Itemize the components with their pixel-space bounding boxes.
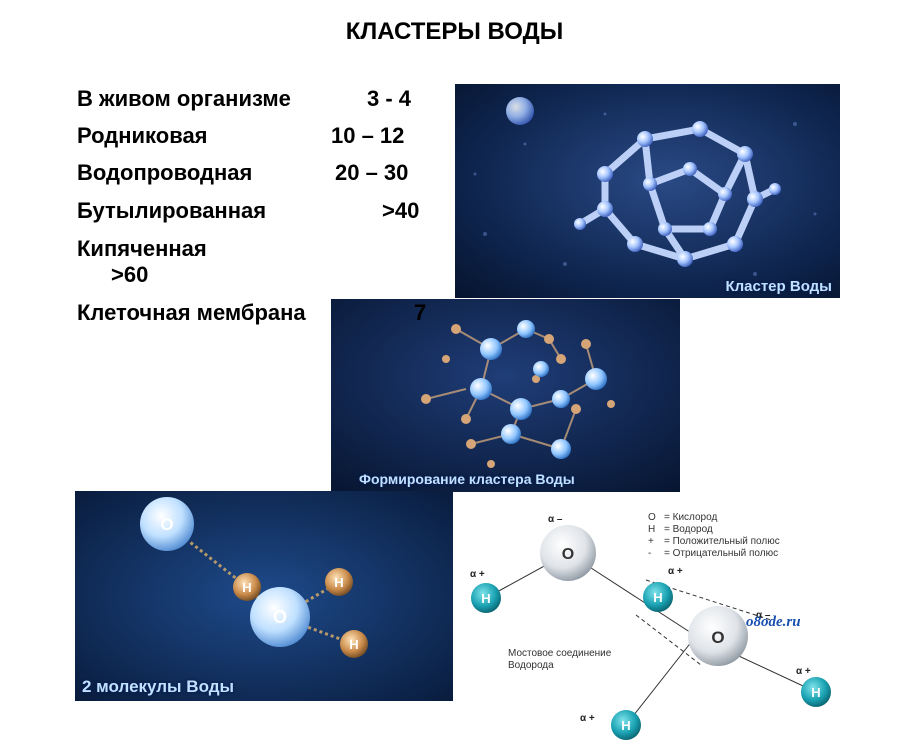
- list-item-value: 20 – 30: [335, 160, 409, 185]
- alpha-plus-label: α +: [470, 569, 485, 580]
- forming-cluster-image: Формирование кластера Воды: [331, 299, 680, 492]
- hydrogen-bond-diagram: O O H H H H α – α – α + α + α + α + o8od…: [456, 500, 838, 745]
- hydrogen-label: H: [811, 685, 820, 700]
- list-item-label: Клеточная мембрана: [77, 300, 306, 325]
- list-item: Кипяченная >60: [77, 236, 207, 287]
- alpha-plus-label: α +: [580, 713, 595, 724]
- list-item-value: >40: [382, 198, 420, 223]
- legend-item: -= Отрицательный полюс: [648, 548, 779, 559]
- cluster-caption: Кластер Воды: [725, 278, 832, 295]
- oxygen-label: O: [273, 607, 287, 627]
- list-item-label: Бутылированная: [77, 198, 267, 223]
- forming-cluster-illustration: [331, 299, 680, 492]
- forming-caption: Формирование кластера Воды: [359, 471, 575, 487]
- list-item-label: В живом организме: [77, 86, 291, 111]
- list-item: Водопроводная 20 – 30: [77, 160, 408, 186]
- legend-item: += Положительный полюс: [648, 536, 780, 547]
- list-item-value: >60: [111, 262, 149, 287]
- cluster-illustration: [455, 84, 840, 298]
- oxygen-label: O: [562, 546, 574, 563]
- list-item-value: 7: [414, 300, 427, 325]
- hydrogen-label: H: [349, 637, 358, 652]
- oxygen-label: O: [711, 628, 724, 647]
- alpha-plus-label: α +: [796, 666, 811, 677]
- list-item-label: Водопроводная: [77, 160, 253, 185]
- atom-legend: O= Кислород H= Водород += Положительный …: [648, 512, 780, 560]
- cluster-image: Кластер Воды: [455, 84, 840, 298]
- hydrogen-label: H: [242, 580, 251, 595]
- two-molecules-illustration: O O H H H: [75, 491, 453, 701]
- list-item: В живом организме 3 - 4: [77, 86, 411, 112]
- alpha-plus-label: α +: [668, 566, 683, 577]
- legend-item: H= Водород: [648, 524, 713, 535]
- alpha-minus-label: α –: [756, 610, 771, 621]
- alpha-minus-label: α –: [548, 514, 563, 525]
- list-item-value: 10 – 12: [331, 123, 405, 148]
- hydrogen-label: H: [621, 718, 630, 733]
- list-item-value: 3 - 4: [367, 86, 412, 111]
- two-molecules-caption: 2 молекулы Воды: [82, 677, 235, 696]
- watermark: o8ode.ru: [746, 614, 801, 630]
- legend-item: O= Кислород: [648, 512, 718, 523]
- list-item: Родниковая 10 – 12: [77, 123, 404, 149]
- oxygen-label: O: [160, 515, 173, 534]
- two-molecules-image: O O H H H 2 молекулы Воды: [75, 491, 453, 701]
- page-title: КЛАСТЕРЫ ВОДЫ: [345, 18, 564, 45]
- hydrogen-bond-illustration: O O H H H H α – α – α + α + α + α + o8od…: [470, 514, 831, 740]
- list-item: Бутылированная >40: [77, 198, 419, 224]
- hydrogen-label: H: [653, 590, 662, 605]
- hydrogen-label: H: [481, 591, 490, 606]
- list-item-label: Кипяченная: [77, 236, 207, 261]
- bridge-label: Мостовое соединение Водорода: [508, 648, 612, 671]
- list-item-label: Родниковая: [77, 123, 208, 148]
- list-item: Клеточная мембрана 7: [77, 300, 426, 326]
- hydrogen-label: H: [334, 575, 343, 590]
